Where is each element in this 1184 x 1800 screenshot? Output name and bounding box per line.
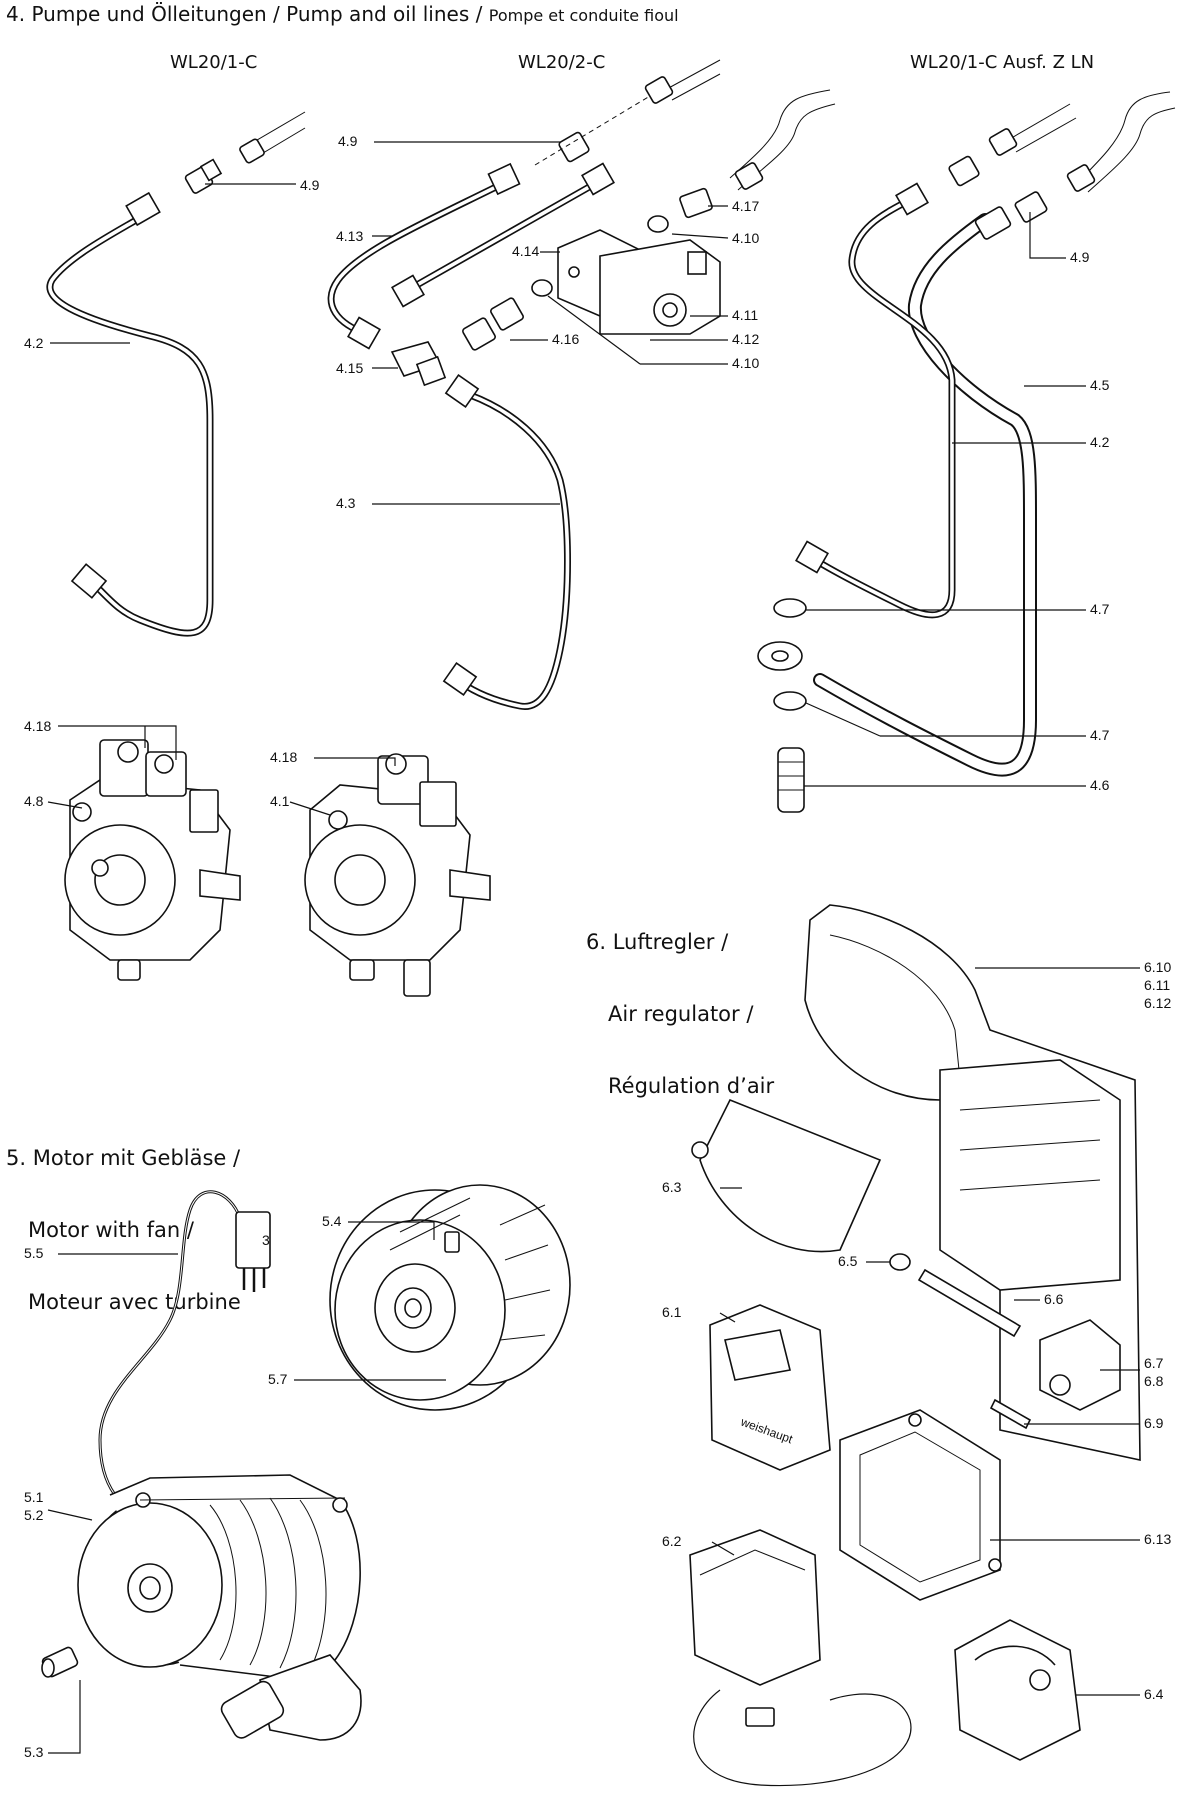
variant-wl20-1-c: WL20/1-C	[170, 52, 258, 73]
variant-wl20-2-c: WL20/2-C	[518, 52, 606, 73]
nipple-4-17	[679, 89, 836, 219]
callout-5-3: 5.3	[24, 1744, 44, 1760]
oil-line-4-2-right	[795, 182, 956, 619]
callout-4-18-left: 4.18	[24, 718, 51, 734]
section-5-title-line-2: Motor with fan /	[28, 1218, 194, 1242]
air-damper-housing-6-10	[804, 904, 1141, 1461]
callout-4-7-bottom: 4.7	[1090, 727, 1110, 743]
callout-6-8: 6.8	[1144, 1373, 1164, 1389]
damper-actuator-6-1: weishaupt	[709, 1304, 831, 1471]
callout-5-2: 5.2	[24, 1507, 44, 1523]
section-4-number: 4.	[6, 2, 26, 26]
leader-lines	[47, 141, 1140, 1754]
callout-6-13: 6.13	[1144, 1531, 1171, 1547]
callout-6-11: 6.11	[1144, 977, 1170, 993]
section-4-title: 4. Pumpe und Ölleitungen / Pump and oil …	[6, 2, 679, 28]
callout-4-1: 4.1	[270, 793, 290, 809]
connector-digit: 3	[262, 1232, 270, 1248]
motor-cable-5-5: 3	[98, 1190, 271, 1514]
callout-4-12: 4.12	[732, 331, 759, 347]
callout-4-18-center: 4.18	[270, 749, 297, 765]
nipple-4-9-left	[184, 111, 306, 194]
callout-4-10-top: 4.10	[732, 230, 759, 246]
callout-6-1: 6.1	[662, 1304, 682, 1320]
callout-4-5: 4.5	[1090, 377, 1110, 393]
variant-wl20-1-c-z-ln: WL20/1-C Ausf. Z LN	[910, 52, 1095, 73]
oil-line-4-3	[442, 373, 571, 710]
section-6-title: 6. Luftregler / Air regulator / Régulati…	[586, 882, 774, 1122]
callout-4-2-right: 4.2	[1090, 434, 1110, 450]
callout-4-9-left: 4.9	[300, 177, 320, 193]
callout-5-5: 5.5	[24, 1245, 44, 1261]
banjo-fitting	[757, 641, 803, 671]
callout-6-3: 6.3	[662, 1179, 682, 1195]
callout-4-10-bottom: 4.10	[732, 355, 759, 371]
callout-6-9: 6.9	[1144, 1415, 1164, 1431]
callout-4-9-right: 4.9	[1070, 249, 1090, 265]
callout-4-11: 4.11	[732, 307, 758, 323]
callout-4-2-left: 4.2	[24, 335, 44, 351]
seal-ring-4-7	[773, 598, 807, 711]
callout-4-17: 4.17	[732, 198, 759, 214]
section-4-title-de: Pumpe und Ölleitungen	[31, 2, 267, 26]
nipple-4-16	[462, 297, 524, 351]
callout-4-3: 4.3	[336, 495, 356, 511]
title-separator: /	[273, 2, 280, 26]
callout-5-1: 5.1	[24, 1489, 44, 1505]
section-5-title: 5. Motor mit Gebläse / Motor with fan / …	[6, 1098, 241, 1338]
damper-actuator-6-2	[689, 1529, 912, 1787]
clamp-screw-5-7	[444, 1231, 460, 1253]
bushing-6-5	[889, 1253, 911, 1271]
callout-5-4: 5.4	[322, 1213, 342, 1229]
nipple-4-9-right	[948, 91, 1176, 223]
callout-6-4: 6.4	[1144, 1686, 1164, 1702]
callout-5-7: 5.7	[268, 1371, 288, 1387]
fan-wheel-5-4	[329, 1184, 571, 1411]
shaft-6-6	[917, 1268, 1022, 1338]
oil-pump-4-1	[304, 753, 491, 997]
callout-4-7-top: 4.7	[1090, 601, 1110, 617]
section-5-title-line-3: Moteur avec turbine	[28, 1290, 241, 1314]
seal-ring-4-10	[531, 215, 669, 297]
oil-line-4-2-left	[46, 191, 214, 637]
callout-4-6: 4.6	[1090, 777, 1110, 793]
callout-6-12: 6.12	[1144, 995, 1171, 1011]
adjustment-scale-6-4	[954, 1619, 1081, 1761]
callout-labels: 4.9 4.2 4.18 4.8 4.9 4.13 4.14 4.17 4.10…	[24, 133, 1171, 1760]
tee-4-15	[390, 341, 447, 387]
callout-4-16: 4.16	[552, 331, 579, 347]
section-6-title-line-1: 6. Luftregler /	[586, 930, 729, 954]
callout-6-10: 6.10	[1144, 959, 1171, 975]
oil-line-4-14	[391, 162, 615, 308]
oil-pump-4-8	[64, 739, 241, 981]
section-6-title-line-2: Air regulator /	[608, 1002, 754, 1026]
callout-6-7: 6.7	[1144, 1355, 1164, 1371]
banjo-bolt-4-6	[777, 747, 805, 813]
callout-4-9-center: 4.9	[338, 133, 358, 149]
oil-hose-4-5	[813, 206, 1037, 777]
adjustment-scale-6-7	[1039, 1319, 1121, 1411]
capacitor-5-3	[41, 1646, 79, 1678]
section-4-title-fr: Pompe et conduite fioul	[488, 6, 679, 25]
nipple-4-9-center	[534, 59, 721, 166]
callout-4-13: 4.13	[336, 228, 363, 244]
callout-4-14: 4.14	[512, 243, 539, 259]
callout-6-2: 6.2	[662, 1533, 682, 1549]
air-damper-6-3	[691, 1098, 882, 1253]
callout-4-15: 4.15	[336, 360, 363, 376]
pin-6-9	[989, 1398, 1032, 1430]
oil-line-4-13	[327, 162, 521, 350]
solenoid-valve-4-11	[557, 229, 721, 335]
callout-6-6: 6.6	[1044, 1291, 1064, 1307]
callout-4-8: 4.8	[24, 793, 44, 809]
callout-6-5: 6.5	[838, 1253, 858, 1269]
title-separator: /	[475, 2, 483, 26]
section-6-title-line-3: Régulation d’air	[608, 1074, 775, 1098]
mounting-frame-6-13	[839, 1409, 1002, 1601]
section-4-title-en: Pump and oil lines	[286, 2, 470, 26]
burner-motor-5-1	[77, 1474, 362, 1741]
section-5-title-line-1: 5. Motor mit Gebläse /	[6, 1146, 241, 1170]
